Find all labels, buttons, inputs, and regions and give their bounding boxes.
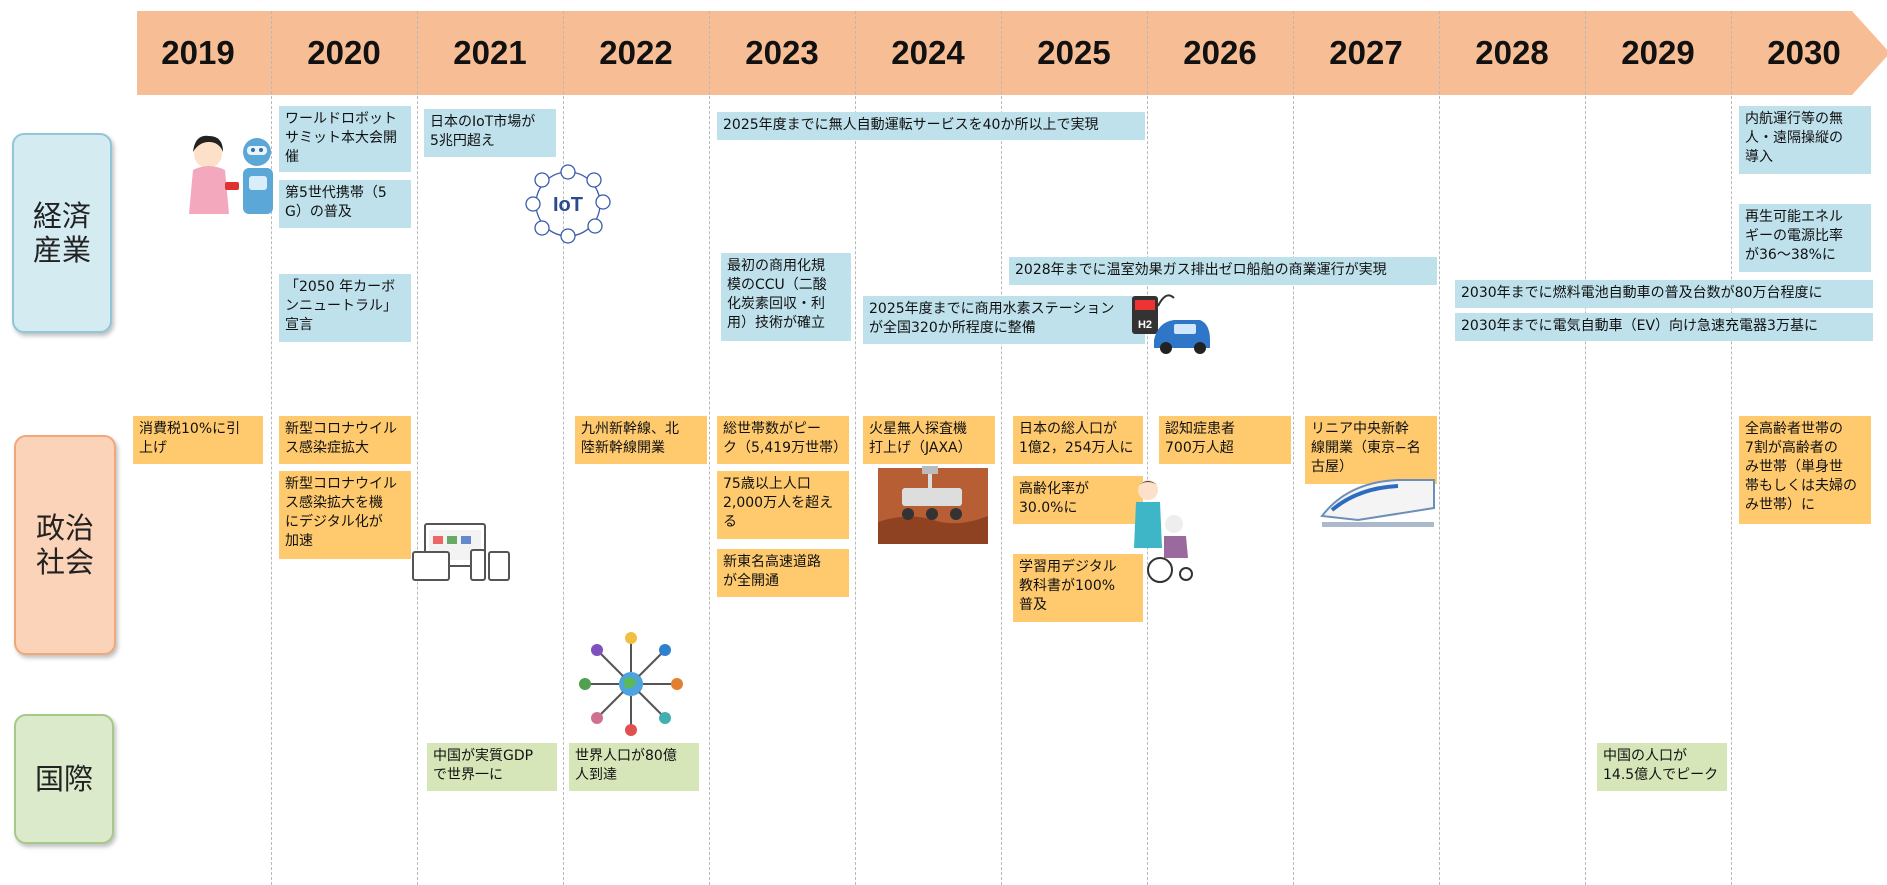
category-politics-label: 政治 社会: [35, 511, 94, 579]
category-international-label: 国際: [34, 762, 93, 796]
event-corona: 新型コロナウイル ス感染症拡大: [279, 416, 411, 464]
divider: [271, 11, 272, 885]
robot-and-woman-illustration: [189, 135, 273, 214]
event-robot-summit: ワールドロボット サミット本大会開 催: [279, 106, 411, 172]
year-2027: 2027: [1329, 34, 1403, 71]
hydrogen-car-illustration: H2: [1132, 294, 1210, 354]
event-iot-market: 日本のIoT市場が 5兆円超え: [424, 109, 556, 157]
iot-icon: IoT: [525, 164, 611, 244]
category-international: 国際: [14, 714, 114, 844]
year-2020: 2020: [307, 34, 381, 71]
event-hydrogen-stations: 2025年度までに商用水素ステーション が全国320か所程度に整備: [863, 296, 1145, 344]
event-shinkansen: 九州新幹線、北 陸新幹線開業: [575, 416, 707, 464]
event-vessel-remote: 内航運行等の無 人・遠隔操縦の 導入: [1739, 106, 1871, 174]
category-economy-label: 経済 産業: [32, 199, 91, 267]
event-households-peak: 総世帯数がピー ク（5,419万世帯）: [717, 416, 849, 464]
event-over-75-population: 75歳以上人口 2,000万人を超え る: [717, 471, 849, 539]
event-world-population: 世界人口が80億 人到達: [569, 743, 699, 791]
year-2022: 2022: [599, 34, 673, 71]
category-politics: 政治 社会: [14, 435, 116, 655]
event-fuel-cell-vehicles: 2030年までに燃料電池自動車の普及台数が80万台程度に: [1455, 280, 1873, 308]
year-2028: 2028: [1475, 34, 1549, 71]
year-2030: 2030: [1767, 34, 1841, 71]
divider: [1585, 11, 1586, 885]
event-autonomous-driving: 2025年度までに無人自動運転サービスを40か所以上で実現: [717, 112, 1145, 140]
event-consumption-tax: 消費税10%に引 上げ: [133, 416, 263, 464]
divider: [1293, 11, 1294, 885]
year-2026: 2026: [1183, 34, 1257, 71]
event-expressway: 新東名高速道路 が全開通: [717, 549, 849, 597]
event-zero-emission-ship: 2028年までに温室効果ガス排出ゼロ船舶の商業運行が実現: [1009, 257, 1437, 285]
devices-illustration: [412, 523, 510, 581]
year-2024: 2024: [891, 34, 965, 71]
wheelchair-illustration: [1134, 480, 1193, 583]
category-economy: 経済 産業: [12, 133, 112, 333]
year-2019: 2019: [161, 34, 235, 71]
event-aging-rate: 高齢化率が 30.0%に: [1013, 476, 1143, 524]
event-elderly-households: 全高齢者世帯の 7割が高齢者の み世帯（単身世 帯もしくは夫婦の み世帯）に: [1739, 416, 1871, 524]
year-2021: 2021: [453, 34, 527, 71]
divider: [563, 11, 564, 885]
divider: [1147, 11, 1148, 885]
mars-rover-illustration: [878, 466, 988, 544]
event-5g: 第5世代携帯（5 G）の普及: [279, 180, 411, 228]
divider: [1439, 11, 1440, 885]
event-carbon-neutral: 「2050 年カーボ ンニュートラル」 宣言: [279, 274, 411, 342]
divider: [855, 11, 856, 885]
year-2023: 2023: [745, 34, 819, 71]
year-2029: 2029: [1621, 34, 1695, 71]
divider: [709, 11, 710, 885]
event-linear-shinkansen: リニア中央新幹 線開業（東京−名 古屋）: [1305, 416, 1437, 484]
iot-label: IoT: [553, 194, 583, 216]
event-ev-chargers: 2030年までに電気自動車（EV）向け急速充電器3万基に: [1455, 313, 1873, 341]
event-digital-textbooks: 学習用デジタル 教科書が100% 普及: [1013, 554, 1143, 622]
event-renewable-energy: 再生可能エネル ギーの電源比率 が36～38%に: [1739, 204, 1871, 272]
divider: [417, 11, 418, 885]
event-digitalization: 新型コロナウイル ス感染拡大を機 にデジタル化が 加速: [279, 471, 411, 559]
maglev-train-illustration: [1320, 479, 1435, 527]
event-mars-probe: 火星無人探査機 打上げ（JAXA）: [863, 416, 995, 464]
h2-station-label: H2: [1138, 319, 1152, 331]
event-china-gdp: 中国が実質GDP で世界一に: [427, 743, 557, 791]
event-ccu: 最初の商用化規 模のCCU（二酸 化炭素回収・利 用）技術が確立: [721, 253, 851, 341]
event-dementia: 認知症患者 700万人超: [1159, 416, 1291, 464]
world-people-illustration: [579, 632, 683, 736]
divider: [1731, 11, 1732, 885]
year-2025: 2025: [1037, 34, 1111, 71]
divider: [1001, 11, 1002, 885]
event-china-population: 中国の人口が 14.5億人でピーク: [1597, 743, 1727, 791]
timeline-arrow: [137, 11, 1887, 95]
event-total-population: 日本の総人口が 1億2，254万人に: [1013, 416, 1143, 464]
